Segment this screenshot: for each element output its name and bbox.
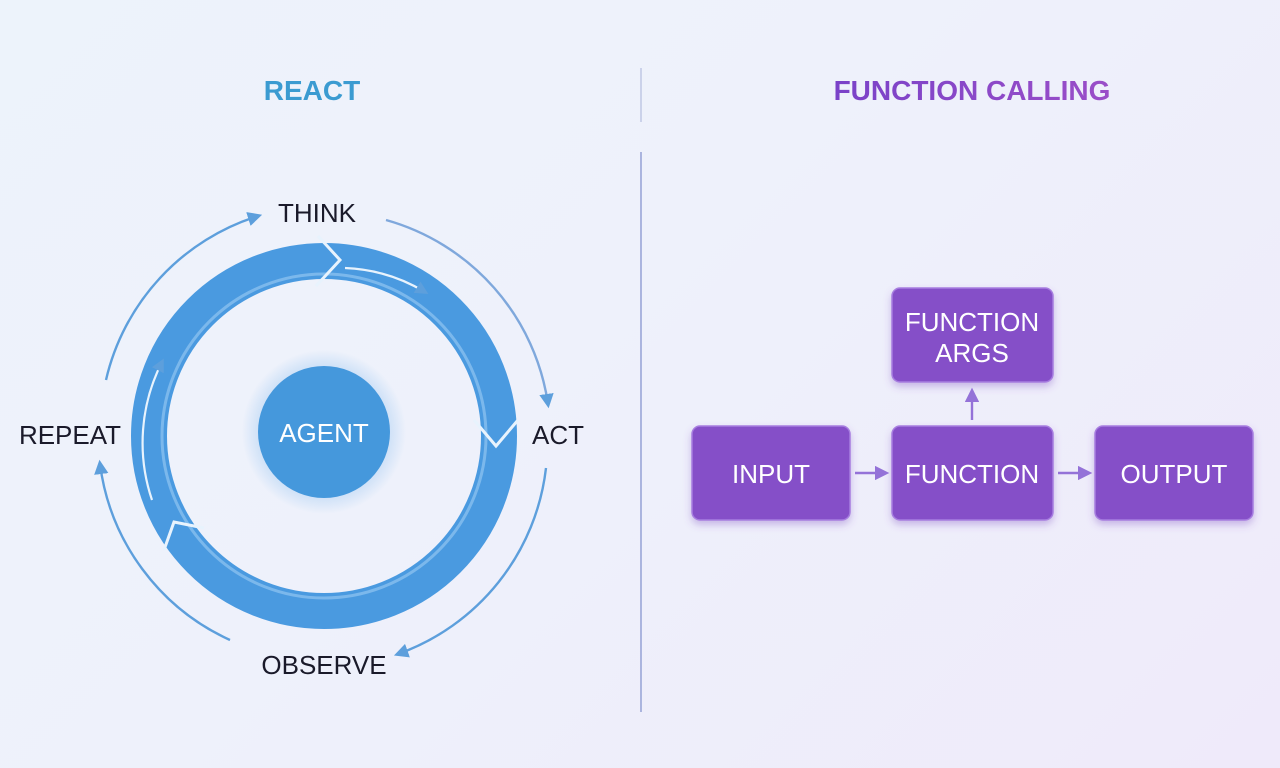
react-cycle: AGENT THINK ACT OBSERVE REPEAT — [19, 198, 584, 680]
step-think-label: THINK — [278, 198, 357, 228]
function-args-node — [891, 287, 1054, 383]
outer-arrow-observe-to-repeat — [94, 459, 231, 642]
step-repeat-label: REPEAT — [19, 420, 121, 450]
function-args-label-line1: FUNCTION — [905, 307, 1039, 337]
step-act-label: ACT — [532, 420, 584, 450]
outer-arrow-act-to-observe — [393, 467, 548, 658]
outer-arrow-repeat-to-think — [104, 212, 263, 381]
output-node — [1094, 425, 1254, 521]
function-node — [891, 425, 1054, 521]
agent-node — [258, 366, 390, 498]
agent-label: AGENT — [279, 418, 369, 448]
react-title: REACT — [264, 75, 360, 106]
step-observe-label: OBSERVE — [261, 650, 386, 680]
outer-arrow-think-to-act — [385, 218, 554, 409]
ring-chevron-bottomleft — [162, 520, 205, 551]
inner-arrow-top — [344, 266, 429, 295]
function-node-label: FUNCTION — [905, 459, 1039, 489]
output-node-label: OUTPUT — [1121, 459, 1228, 489]
ring-chevron-top — [314, 234, 343, 288]
inner-arrow-left — [141, 358, 164, 501]
input-node-label: INPUT — [732, 459, 810, 489]
function-flow: INPUT FUNCTION OUTPUT FUNCTION ARGS — [691, 287, 1254, 521]
function-calling-title: FUNCTION CALLING — [834, 75, 1111, 106]
ring-chevron-right — [472, 419, 520, 449]
input-node — [691, 425, 851, 521]
cycle-ring — [131, 243, 517, 629]
function-args-label-line2: ARGS — [935, 338, 1009, 368]
